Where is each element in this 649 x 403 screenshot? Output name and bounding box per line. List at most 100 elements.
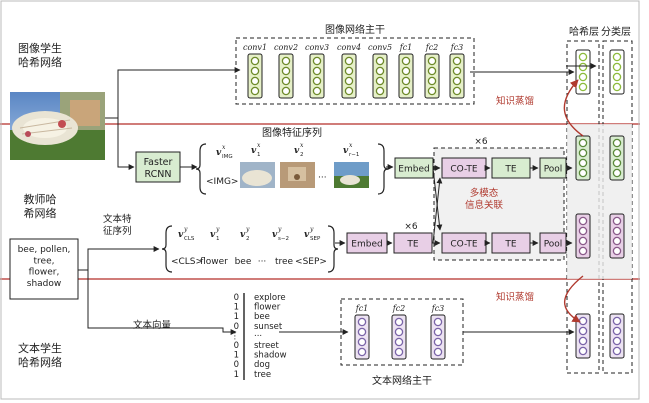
- svg-text:x: x: [349, 142, 353, 149]
- text-layer-fc2: [391, 314, 407, 360]
- image-layer-conv4: [341, 53, 357, 99]
- crop-photo-icon: [240, 162, 369, 188]
- image-layer-label: fc2: [425, 43, 439, 52]
- pool-txt-label: Pool: [544, 240, 563, 250]
- bow-word: sunset: [254, 322, 283, 332]
- text-seq-word: <CLS>: [171, 257, 203, 267]
- class-img: [609, 49, 625, 95]
- image-layer-label: fc3: [450, 43, 464, 52]
- image-backbone-title: 图像网络主干: [325, 23, 385, 36]
- bow-word: shadow: [254, 351, 287, 361]
- embed-img-label: Embed: [398, 165, 429, 175]
- te-txt-1-label: TE: [406, 240, 418, 250]
- hash-txt: [575, 313, 591, 359]
- distill-label-bottom: 知识蒸馏: [496, 291, 534, 303]
- bow-value: 0: [234, 341, 239, 351]
- txt-seq-brace-left: [161, 225, 173, 273]
- svg-text:y: y: [215, 226, 220, 233]
- svg-text:v: v: [216, 148, 222, 158]
- img-seq-ellipsis: ···: [318, 173, 327, 183]
- image-layer-fc2: [424, 53, 440, 99]
- hash-columns: [575, 49, 625, 359]
- bow-word: dog: [254, 360, 270, 370]
- text-seq-word: flower: [200, 257, 228, 267]
- svg-text:v: v: [294, 146, 300, 156]
- svg-text:s−2: s−2: [278, 236, 289, 242]
- bow-value: ⋮: [231, 331, 240, 341]
- image-layer-conv5: [372, 53, 388, 99]
- svg-text:r−1: r−1: [349, 152, 359, 158]
- image-layer-fc1: [398, 53, 414, 99]
- svg-text:v: v: [210, 230, 216, 240]
- bow-word: tree: [254, 370, 271, 380]
- image-feature-seq-title: 图像特征序列: [262, 126, 322, 139]
- x6-top: ×6: [474, 137, 488, 147]
- image-layer-label: fc1: [399, 43, 413, 52]
- image-layer-label: conv4: [337, 43, 361, 52]
- txt-token-v1: vy 1: [210, 226, 220, 242]
- image-layer-fc3: [449, 53, 465, 99]
- co-te-img-label: CO-TE: [450, 165, 478, 175]
- txt-seq-brace-right: [327, 225, 339, 273]
- te-txt-2-label: TE: [504, 240, 516, 250]
- bow-value: 1: [234, 312, 239, 322]
- hash-img: [575, 49, 591, 95]
- svg-text:v: v: [178, 230, 184, 240]
- hash-teacher-txt: [575, 213, 591, 259]
- teacher-label: 教师哈希网络: [24, 193, 57, 220]
- svg-text:CLS: CLS: [184, 236, 195, 242]
- faster-rcnn-box: [135, 151, 181, 183]
- tags-text: bee, pollen,tree,flower,shadow: [18, 245, 71, 289]
- img-token-v2: vx2: [294, 142, 304, 158]
- svg-text:x: x: [222, 144, 226, 151]
- svg-text:v: v: [240, 230, 246, 240]
- image-student-label: 图像学生哈希网络: [18, 41, 62, 69]
- text-vector-label: 文本向量: [133, 319, 172, 331]
- bow-word: ···: [254, 331, 262, 341]
- text-seq-word: bee: [235, 257, 252, 267]
- text-layer-label: fc1: [355, 304, 369, 313]
- img-token-v1: vx1: [251, 142, 261, 158]
- bow-value: 0: [234, 293, 239, 303]
- svg-text:y: y: [245, 226, 250, 233]
- image-layer-label: conv5: [368, 43, 392, 52]
- class-teacher-txt: [609, 213, 625, 259]
- bow-value: 1: [234, 370, 239, 380]
- flower-photo-icon: [10, 92, 105, 160]
- text-backbone-title: 文本网络主干: [372, 374, 432, 387]
- img-token-vr1: vxr−1: [343, 142, 359, 158]
- svg-text:y: y: [309, 226, 314, 233]
- x6-bottom: ×6: [404, 222, 418, 232]
- txt-token-vs2: vys−2: [272, 226, 289, 242]
- connectors: [78, 63, 597, 335]
- svg-text:2: 2: [246, 236, 250, 242]
- bow-value: 0: [234, 322, 239, 332]
- bow-word: explore: [254, 293, 286, 303]
- text-layer-fc3: [430, 314, 446, 360]
- hash-layer-label: 哈希层: [569, 25, 599, 38]
- text-seq-word: <SEP>: [295, 257, 327, 267]
- co-te-txt-label: CO-TE: [450, 240, 478, 250]
- svg-text:1: 1: [257, 152, 261, 158]
- image-layer-label: conv1: [243, 43, 267, 52]
- text-feature-seq-title: 文本特征序列: [103, 213, 132, 237]
- svg-text:v: v: [251, 146, 257, 156]
- svg-text:1: 1: [216, 236, 220, 242]
- distill-label-top: 知识蒸馏: [496, 95, 534, 107]
- pool-img-label: Pool: [544, 165, 563, 175]
- text-student-label: 文本学生哈希网络: [18, 341, 62, 369]
- class-teacher-img: [609, 135, 625, 181]
- image-layer-conv1: [247, 53, 263, 99]
- hash-teacher-img: [575, 135, 591, 181]
- bow-word: street: [254, 341, 280, 351]
- svg-text:2: 2: [300, 152, 304, 158]
- bow-word: flower: [254, 303, 281, 313]
- bow-value: 0: [234, 360, 239, 370]
- bow-value: 1: [234, 303, 239, 313]
